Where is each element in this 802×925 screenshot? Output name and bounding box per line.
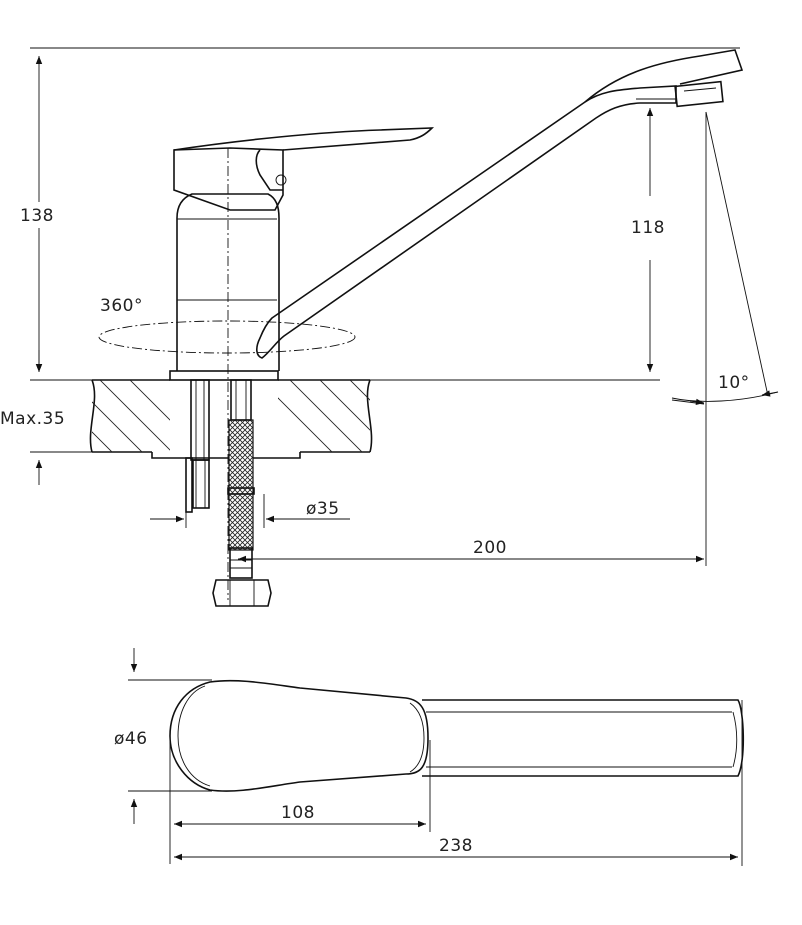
total-length-label: 238 [439, 836, 473, 856]
top-handle [169, 679, 429, 792]
dim-total-length [174, 700, 743, 866]
dim-hole-diameter [150, 470, 350, 528]
handle-length-label: 108 [281, 803, 315, 823]
dim-reach [238, 112, 707, 566]
faucet-body [169, 127, 435, 381]
aerator-angle-label: 10° [718, 373, 750, 393]
side-view: 138 118 360° Max.35 ø35 [0, 47, 779, 607]
rotation-ellipse [98, 320, 356, 354]
dim-aerator-angle [671, 111, 779, 406]
dim-spout-height [370, 98, 676, 381]
countertop-slab [89, 379, 373, 453]
hole-diameter-label: ø35 [306, 499, 340, 519]
mounting-stud [151, 379, 301, 513]
dim-handle-length [169, 740, 431, 864]
spout [256, 49, 744, 359]
total-height-label: 138 [20, 206, 54, 226]
spout-height-label: 118 [631, 218, 665, 238]
top-spout [422, 699, 745, 777]
flexible-hose [212, 379, 272, 607]
max-thickness-label: Max.35 [0, 409, 65, 429]
reach-label: 200 [473, 538, 507, 558]
rotation-label: 360° [100, 296, 143, 316]
body-diameter-label: ø46 [114, 729, 148, 749]
dim-total-height [14, 47, 740, 381]
top-view: ø46 108 238 [114, 648, 745, 866]
dim-max-thickness [30, 350, 92, 485]
